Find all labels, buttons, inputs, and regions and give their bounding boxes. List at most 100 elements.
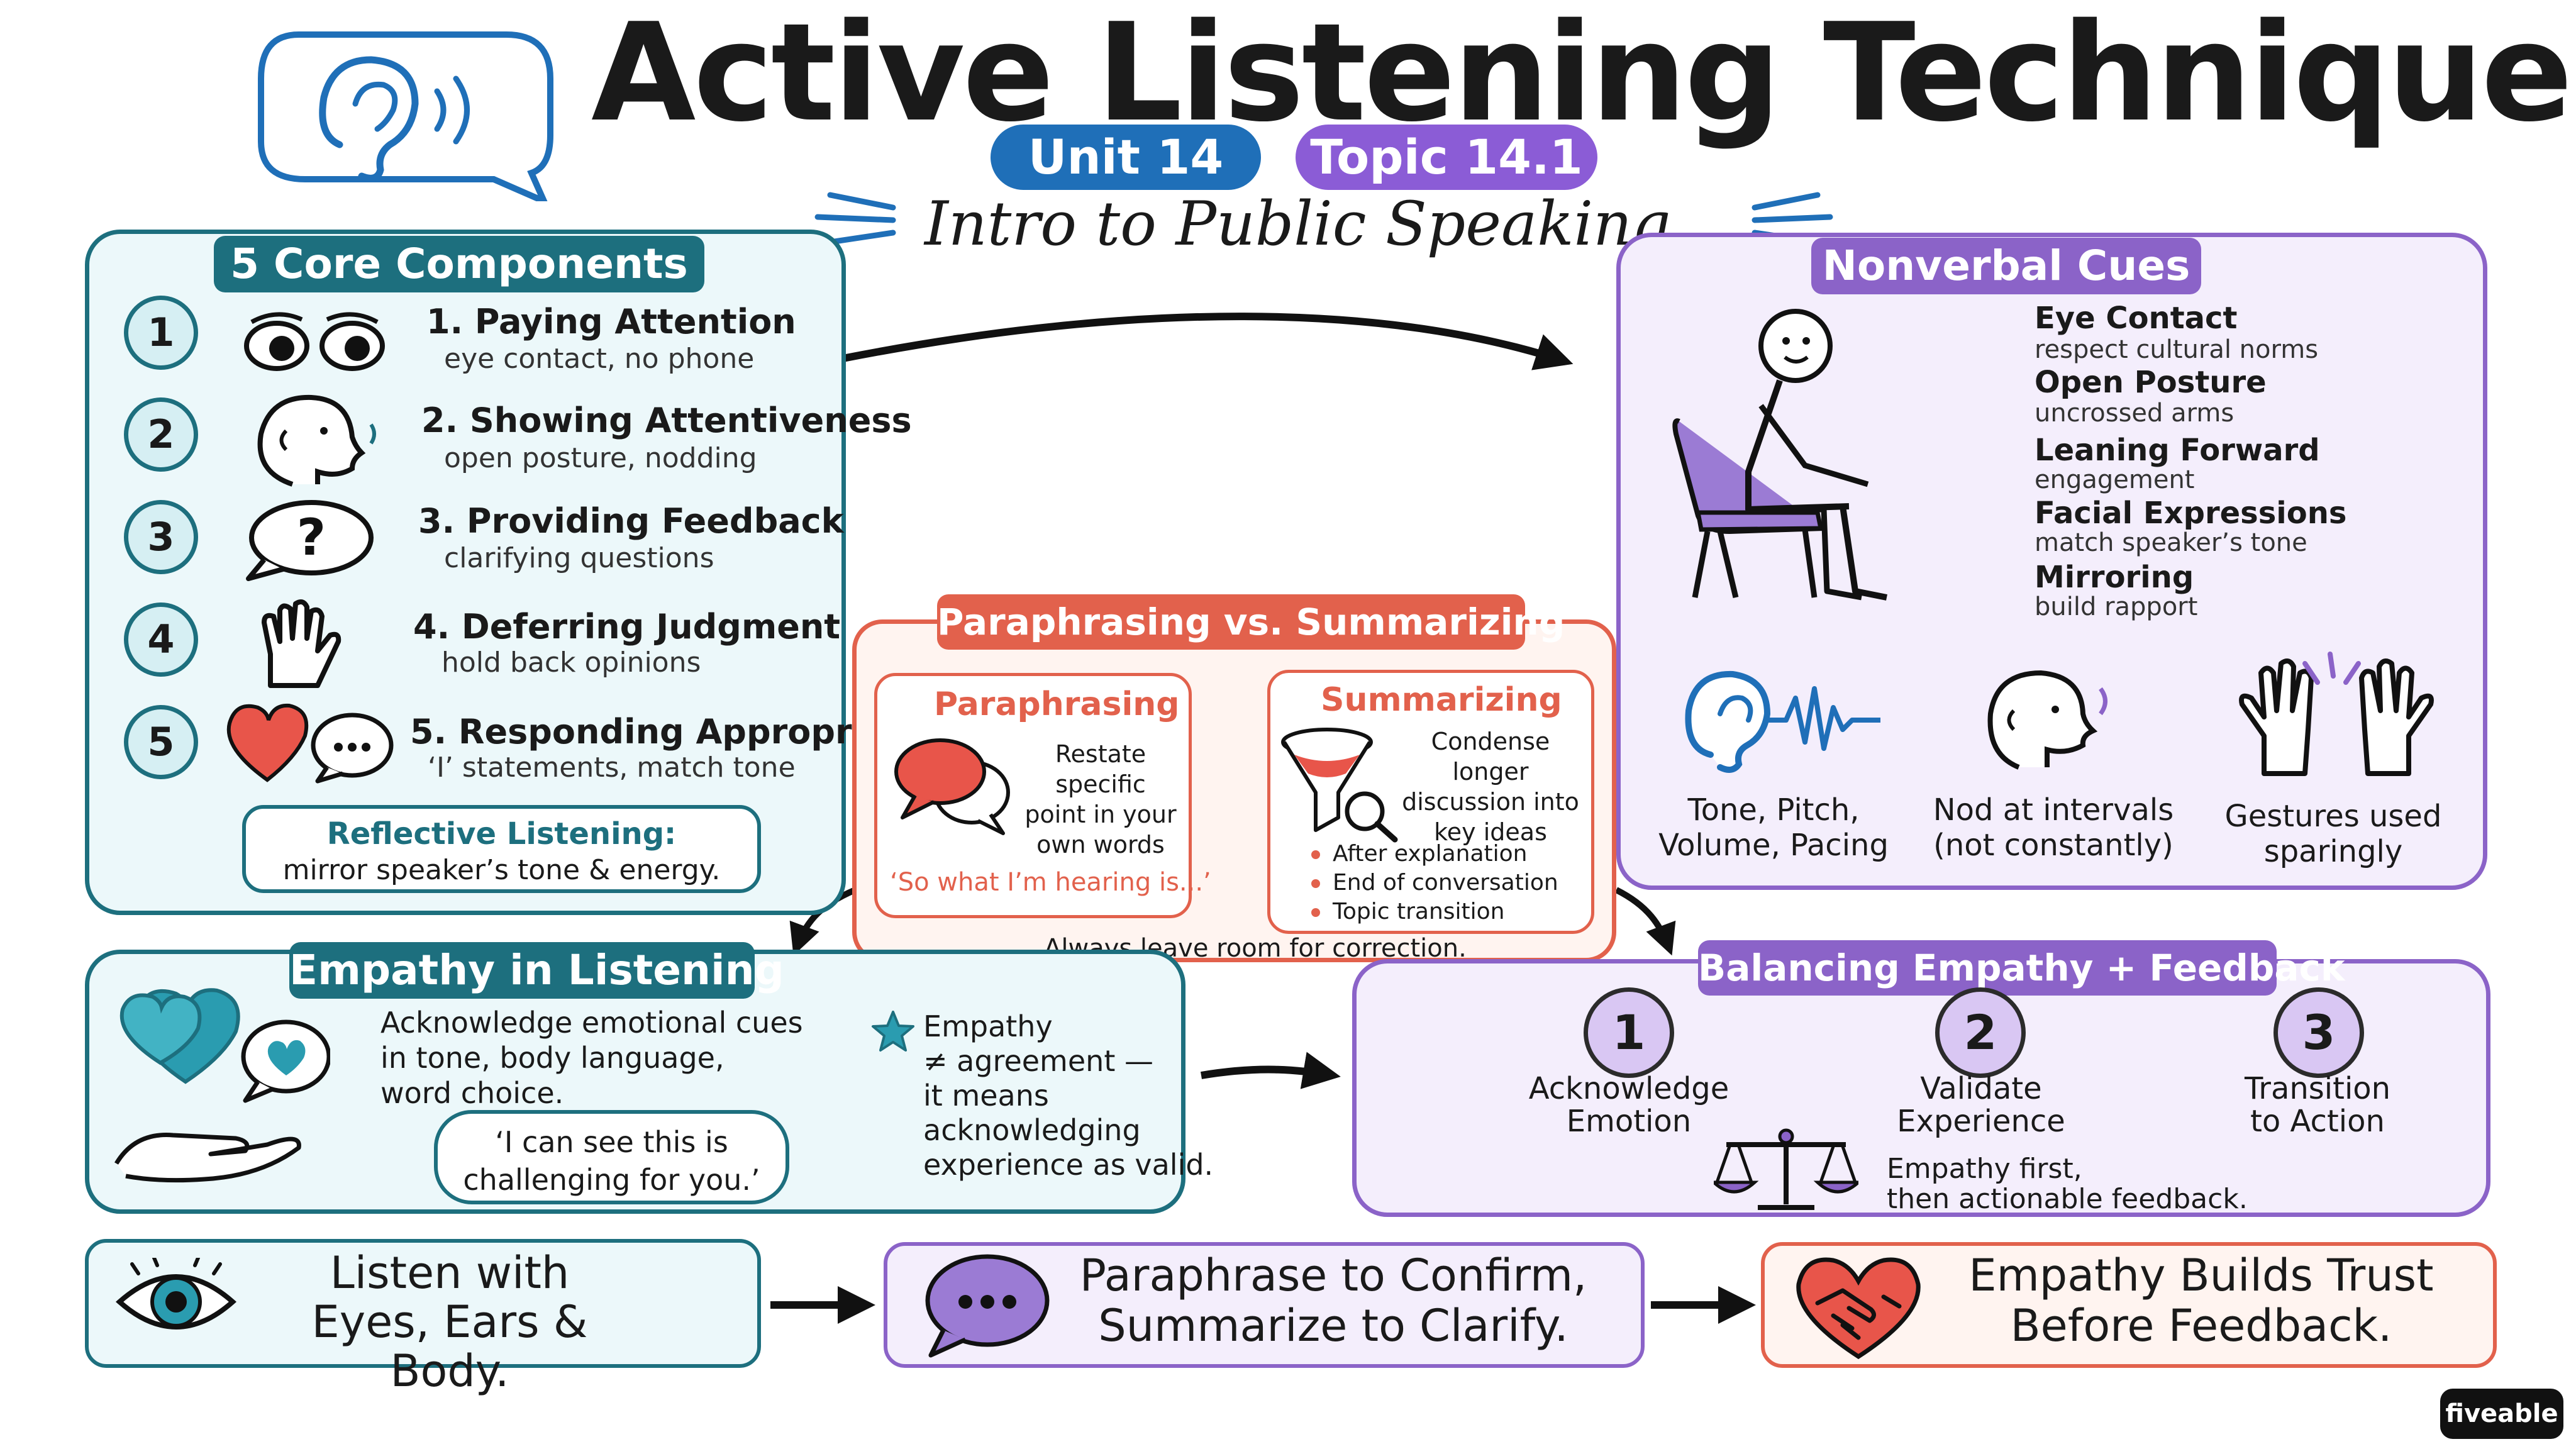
step-line1: Acknowledge: [1528, 1071, 1729, 1106]
fiveable-logo: fiveable: [2440, 1389, 2563, 1439]
cue-subtitle: engagement: [2035, 465, 2195, 494]
summarizing-desc: Condense longer discussion into key idea…: [1396, 726, 1585, 847]
balancing-banner: Balancing Empathy + Feedback: [1698, 940, 2345, 996]
balancing-note-line1: Empathy first,: [1887, 1153, 2082, 1185]
balancing-note-line2: then actionable feedback.: [1887, 1183, 2248, 1215]
hearts-hand-icon: [114, 988, 330, 1183]
step-line2: Experience: [1897, 1104, 2065, 1139]
paraphrasing-desc: Restate specific point in your own words: [1013, 739, 1189, 860]
empathy-side-line: acknowledging: [923, 1113, 1141, 1147]
balancing-step-label: Validate Experience: [1855, 1072, 2107, 1138]
takeaway-line2: Summarize to Clarify.: [1098, 1300, 1568, 1352]
summarizing-line: key ideas: [1434, 818, 1547, 846]
empathy-side-line: it means: [923, 1079, 1049, 1113]
core-step-number: 1: [124, 296, 198, 370]
cue-subtitle: build rapport: [2035, 592, 2198, 621]
arrow-core-to-nonverbal: [841, 313, 1574, 370]
ear-speech-icon: [258, 31, 553, 208]
summarizing-bullet: End of conversation: [1311, 869, 1558, 897]
core-components-banner: 5 Core Components: [214, 236, 704, 292]
core-step-number: 2: [124, 397, 198, 472]
bullet-dot: [1311, 850, 1320, 859]
cue-subtitle: respect cultural norms: [2035, 335, 2319, 364]
tone-line2: Volume, Pacing: [1658, 828, 1889, 863]
empathy-side-note: Empathy ≠ agreement — it means acknowled…: [923, 1009, 1213, 1182]
summarizing-bullets: After explanation End of conversation To…: [1311, 840, 1558, 926]
takeaway-paraphrase-text: Paraphrase to Confirm, Summarize to Clar…: [1069, 1250, 1597, 1351]
summarizing-bullet: After explanation: [1311, 840, 1558, 869]
empathy-quote-bubble: ‘I can see this is challenging for you.’: [434, 1110, 789, 1204]
unit-badge: Unit 14: [991, 125, 1261, 190]
heart-chat-icon: [226, 703, 394, 784]
cue-title: Eye Contact: [2035, 301, 2238, 336]
core-components-panel: [85, 230, 846, 915]
empathy-line: Acknowledge emotional cues: [380, 1006, 803, 1040]
takeaway-listen-text: Listen with Eyes, Ears & Body.: [252, 1248, 648, 1396]
chat-bubble-icon: [925, 1254, 1050, 1358]
cue-title: Leaning Forward: [2035, 433, 2320, 468]
page-title: Active Listening Techniques: [591, 0, 2576, 152]
balancing-step-number: 1: [1584, 987, 1674, 1078]
summarizing-line: discussion into: [1402, 788, 1579, 816]
ear-logo: [248, 22, 563, 208]
bullet-text: After explanation: [1333, 841, 1528, 867]
listening-head-icon: [257, 394, 376, 487]
gestures-line1: Gestures used: [2224, 799, 2442, 834]
nod-label: Nod at intervals (not constantly): [1928, 792, 2179, 863]
core-item-subtitle: eye contact, no phone: [444, 343, 755, 375]
speech-bubbles-icon: [894, 738, 1010, 835]
core-item-subtitle: hold back opinions: [441, 647, 701, 679]
paraphrasing-quote: ‘So what I’m hearing is...’: [890, 868, 1211, 897]
tone-line1: Tone, Pitch,: [1687, 792, 1860, 828]
step-line2: Emotion: [1566, 1104, 1692, 1139]
cue-title: Mirroring: [2035, 560, 2194, 595]
cue-subtitle: match speaker’s tone: [2035, 528, 2307, 557]
balance-scale-icon: [1714, 1128, 1858, 1210]
gestures-line2: sparingly: [2263, 834, 2403, 869]
course-subtitle: Intro to Public Speaking: [924, 189, 1671, 259]
eye-icon: [115, 1258, 237, 1330]
tone-pitch-label: Tone, Pitch, Volume, Pacing: [1648, 792, 1899, 863]
cue-title: Facial Expressions: [2035, 496, 2347, 531]
step-line1: Transition: [2244, 1071, 2391, 1106]
arrow-empathy-to-balancing: [1201, 1052, 1341, 1089]
core-item-subtitle: open posture, nodding: [444, 442, 757, 474]
core-item-title: 1. Paying Attention: [426, 302, 796, 341]
heart-handshake-icon: [1796, 1257, 1921, 1360]
empathy-banner: Empathy in Listening: [289, 942, 784, 999]
core-item-title: 2. Showing Attentiveness: [421, 401, 912, 440]
summarizing-line: Condense longer: [1431, 728, 1550, 786]
paraphrasing-line: Restate specific: [1055, 740, 1146, 798]
empathy-side-line: Empathy: [923, 1009, 1053, 1043]
balancing-step-number: 2: [1935, 987, 2026, 1078]
takeaway-line1: Empathy Builds Trust: [1968, 1250, 2434, 1301]
core-item-title: 3. Providing Feedback: [418, 501, 844, 541]
summarizing-bullet: Topic transition: [1311, 897, 1558, 926]
core-item-subtitle: ‘I’ statements, match tone: [428, 752, 796, 784]
core-item-title: 4. Deferring Judgment: [413, 607, 841, 647]
arrow-summ-to-balancing: [1614, 887, 1676, 956]
star-icon: [872, 1011, 914, 1052]
takeaway-line2: Eyes, Ears & Body.: [311, 1296, 588, 1397]
balancing-step-label: Acknowledge Emotion: [1503, 1072, 1755, 1138]
core-item-subtitle: clarifying questions: [444, 542, 714, 574]
paraphrasing-line: point in your: [1024, 801, 1177, 828]
nonverbal-banner: Nonverbal Cues: [1811, 238, 2201, 294]
empathy-line: in tone, body language,: [380, 1041, 724, 1075]
takeaway-line1: Listen with: [330, 1247, 570, 1299]
funnel-magnifier-icon: [1281, 728, 1398, 843]
reflective-text: mirror speaker’s tone & energy.: [282, 854, 721, 886]
seated-listener-icon: [1672, 309, 1887, 601]
ear-soundwave-icon: [1685, 670, 1880, 773]
cue-subtitle: uncrossed arms: [2035, 399, 2235, 428]
empathy-desc: Acknowledge emotional cues in tone, body…: [380, 1005, 803, 1111]
two-hands-icon: [2239, 652, 2434, 776]
bullet-dot: [1311, 879, 1320, 888]
reflective-title: Reflective Listening:: [326, 816, 677, 852]
summarizing-title: Summarizing: [1321, 681, 1562, 719]
step-line1: Validate: [1920, 1071, 2042, 1106]
eyes-icon: [244, 312, 385, 371]
balancing-note: Empathy first, then actionable feedback.: [1887, 1154, 2248, 1214]
empathy-quote-line2: challenging for you.’: [463, 1163, 760, 1197]
empathy-side-line: experience as valid.: [923, 1148, 1214, 1182]
